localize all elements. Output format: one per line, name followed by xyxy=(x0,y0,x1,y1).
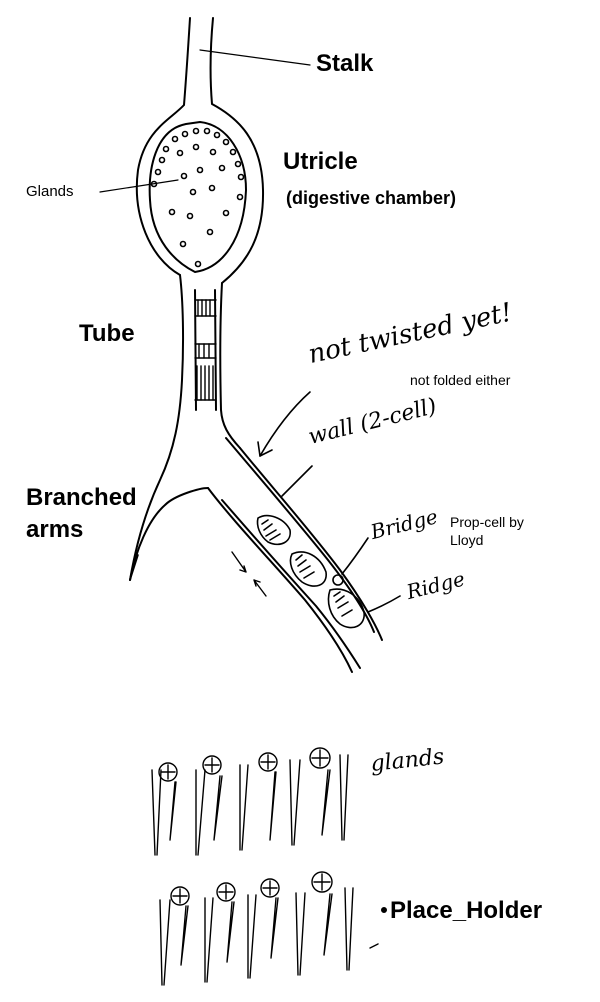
arm-outer-upper xyxy=(239,447,383,641)
prop-cell-label-line2: Lloyd xyxy=(450,532,484,548)
tube-septa xyxy=(194,299,217,401)
wall-pointer xyxy=(281,465,313,497)
stalk-label: Stalk xyxy=(316,50,374,77)
tube-inner-right xyxy=(214,289,217,411)
stalk-leader xyxy=(199,49,311,66)
gland-row-top xyxy=(151,747,349,856)
utricle-glands xyxy=(150,127,245,268)
arm-outer-lower xyxy=(207,487,353,673)
place-holder-label: Place_Holder xyxy=(390,897,543,924)
place-holder-dot xyxy=(381,907,387,913)
tube-left-edge xyxy=(129,274,185,581)
glands-leader xyxy=(99,179,179,193)
not-twisted-arrow xyxy=(259,391,311,457)
prop-cell-label-line1: Prop-cell by xyxy=(450,514,524,530)
tube-label: Tube xyxy=(79,320,135,347)
arms-label: arms xyxy=(26,516,84,543)
small-mark xyxy=(369,943,379,949)
stalk-left-edge xyxy=(135,17,191,276)
gland-row-bottom xyxy=(159,871,354,986)
utricle-label: Utricle xyxy=(283,148,358,175)
glands-label: Glands xyxy=(26,183,74,200)
tube-right-edge xyxy=(219,282,241,449)
digestive-chamber-label: (digestive chamber) xyxy=(286,188,457,208)
not-folded-label: not folded either xyxy=(410,372,511,388)
arm-inner-lower xyxy=(221,499,361,669)
bridge-pointer xyxy=(341,537,369,575)
branched-label: Branched xyxy=(26,484,137,511)
ridge-pointer xyxy=(367,595,401,613)
branch-inner-left xyxy=(129,487,209,581)
prop-cells xyxy=(256,514,365,629)
wall-width-marker xyxy=(231,551,267,597)
tube-inner-left xyxy=(194,289,197,411)
leader-lines xyxy=(99,49,311,193)
utricle-inner-wall xyxy=(148,121,247,273)
stalk-right-edge xyxy=(209,17,265,284)
not-twisted-arrowhead xyxy=(257,441,273,457)
stray-stroke xyxy=(129,554,139,581)
